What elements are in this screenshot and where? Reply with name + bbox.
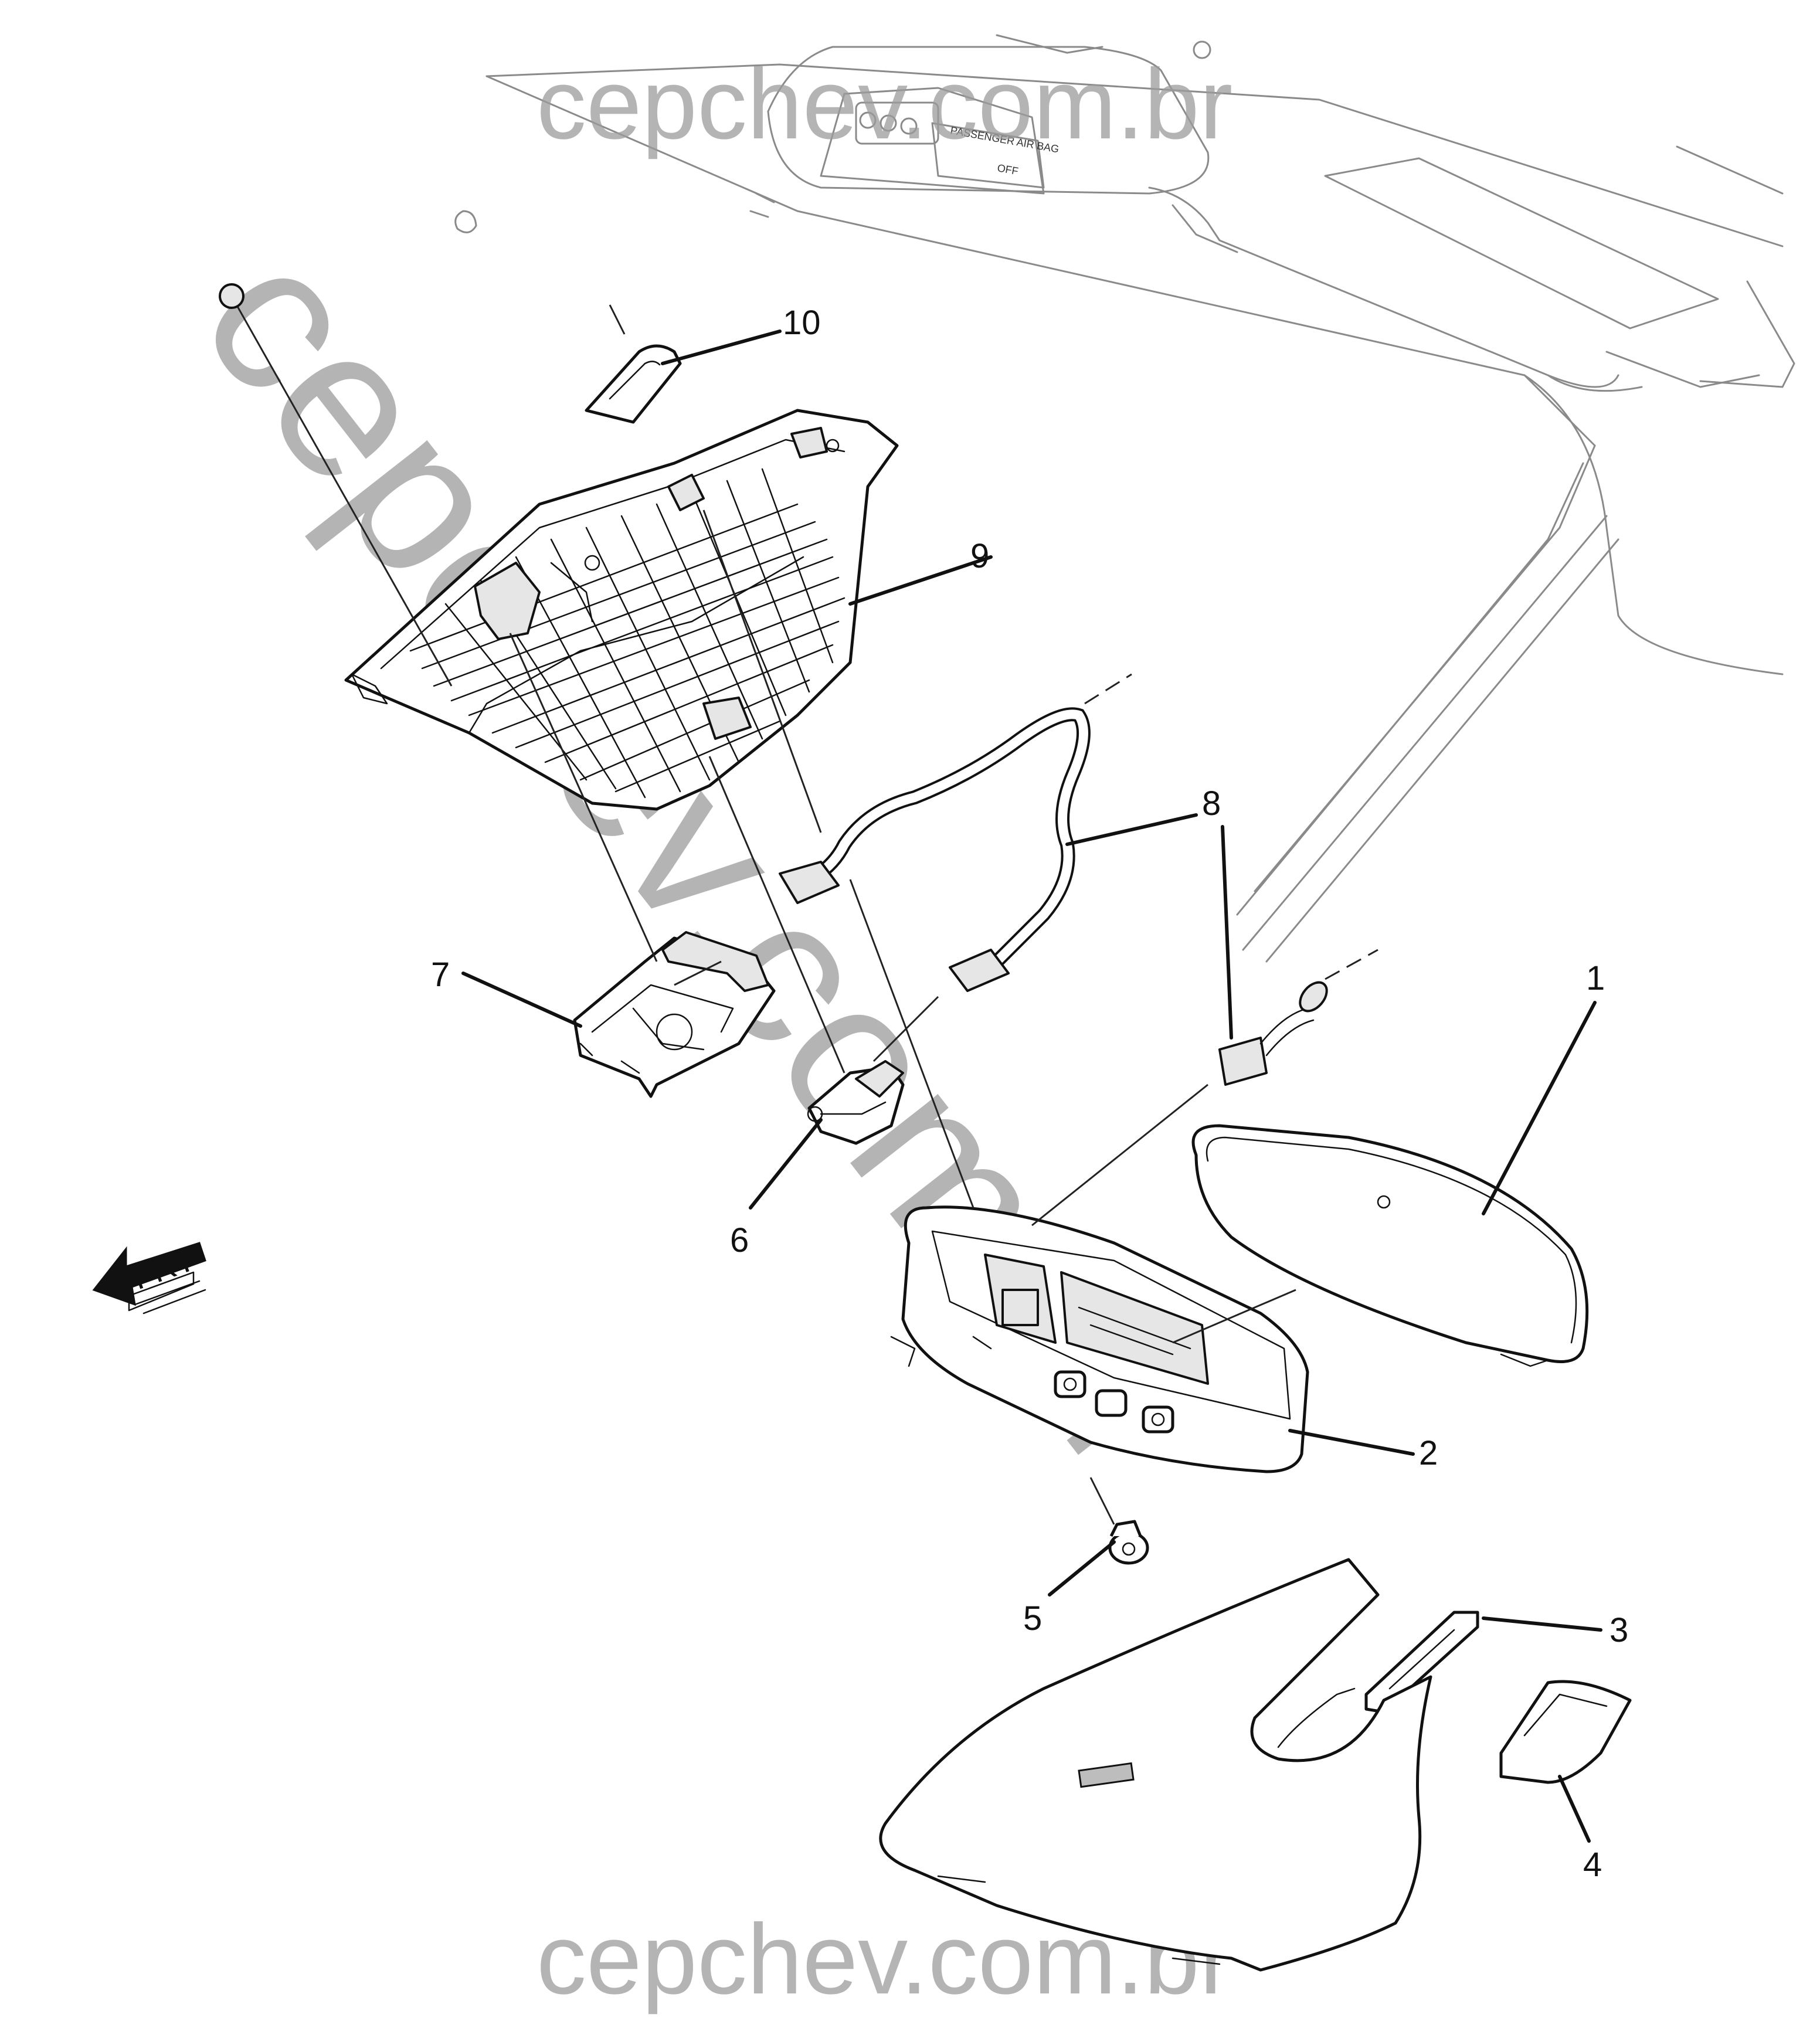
leader-6 [749,1118,823,1210]
leader-4 [1558,1775,1591,1843]
frt-direction-marker: FRT [92,1240,206,1314]
leader-lines [461,330,1602,1843]
part-5-screw [1089,1477,1149,1565]
leader-10 [661,330,782,365]
leader-3 [1482,1616,1602,1632]
headliner-panel [879,1558,1432,1972]
front-arrow-icon [92,1242,206,1306]
callout-9: 9 [970,537,989,575]
watermark-top: cepchev.com.br [537,49,1232,160]
callout-10: 10 [783,304,821,342]
callout-5: 5 [1023,1599,1042,1638]
leader-2 [1288,1429,1415,1456]
airbag-off-text: OFF [996,162,1019,177]
leader-7 [461,972,582,1028]
leader-5 [1048,1540,1116,1597]
part-8-harness [779,673,1378,1086]
part-2-console [890,1205,1309,1473]
assembly-guides [219,283,1296,1344]
part-6-lamp [807,1060,905,1145]
frt-label: FRT [128,1240,200,1296]
part-9-console-bracket [344,409,899,811]
callout-labels: 1 2 3 4 5 6 7 8 9 10 [431,304,1628,1884]
part-10-bezel [585,304,682,424]
part-7-housing [573,931,776,1098]
callout-7: 7 [431,956,450,994]
callout-6: 6 [730,1221,749,1259]
leader-1 [1482,1001,1597,1215]
callout-1: 1 [1586,959,1605,997]
leader-8a [1065,813,1198,846]
callout-4: 4 [1583,1846,1602,1884]
part-4-trim-cap [1499,1680,1632,1784]
headliner-outline [454,34,1795,963]
part-1-mirror [1191,1124,1589,1367]
leader-9 [848,555,993,606]
leader-8b [1221,825,1233,1040]
callout-3: 3 [1610,1611,1628,1649]
part-3-trim-strip [1364,1611,1479,1714]
callout-2: 2 [1419,1434,1438,1472]
callout-8: 8 [1202,784,1221,823]
